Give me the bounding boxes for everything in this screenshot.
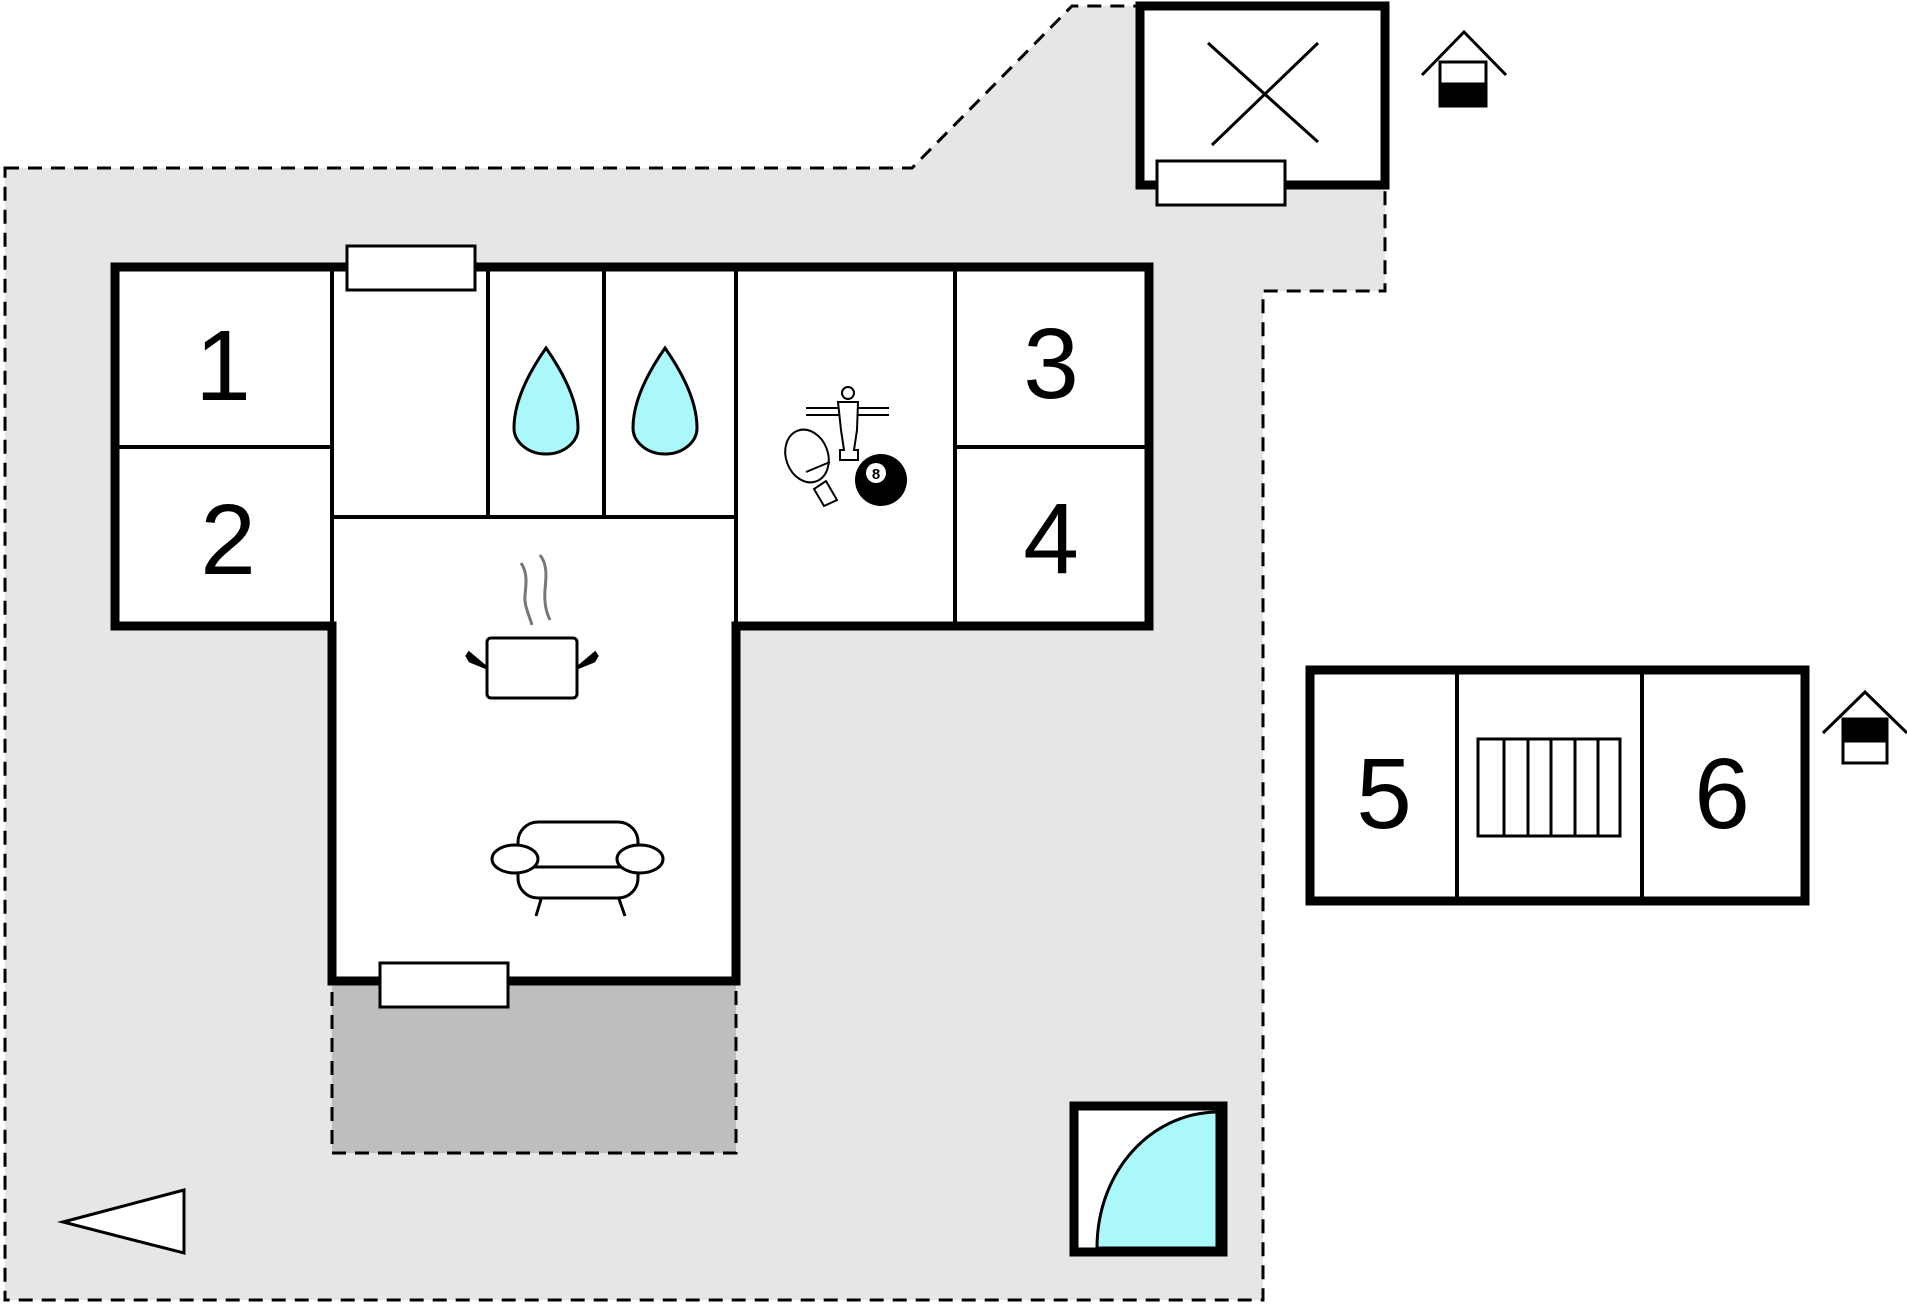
room-label-4: 4 (1023, 483, 1079, 595)
room-label-2: 2 (200, 484, 256, 596)
carport-icon (1821, 689, 1907, 765)
bunk-bed-icon (1476, 737, 1622, 838)
room-label-5: 5 (1356, 738, 1412, 850)
sauna-building (1135, 1, 1390, 207)
kitchen-pot-icon (465, 554, 599, 700)
room-label-3: 3 (1023, 308, 1079, 420)
window-sauna (1155, 159, 1287, 207)
annex-house-icon (1420, 29, 1508, 108)
main-house (110, 262, 1154, 986)
room-label-1: 1 (195, 310, 251, 422)
pool-icon (1069, 1101, 1228, 1257)
window-top (345, 244, 477, 292)
terrace (330, 979, 738, 1155)
shower-icon (512, 345, 580, 456)
sofa-icon (490, 820, 665, 917)
shower-icon (631, 345, 699, 456)
entrance-arrow-icon (57, 1188, 186, 1255)
interior-walls (115, 267, 1149, 626)
billiard-ball-icon: 8 (855, 454, 907, 506)
window-bottom (378, 961, 510, 1009)
table-football-icon (806, 386, 889, 461)
room-label-6: 6 (1694, 738, 1750, 850)
table-tennis-icon (784, 428, 839, 508)
billiard-ball-number: 8 (872, 466, 880, 483)
